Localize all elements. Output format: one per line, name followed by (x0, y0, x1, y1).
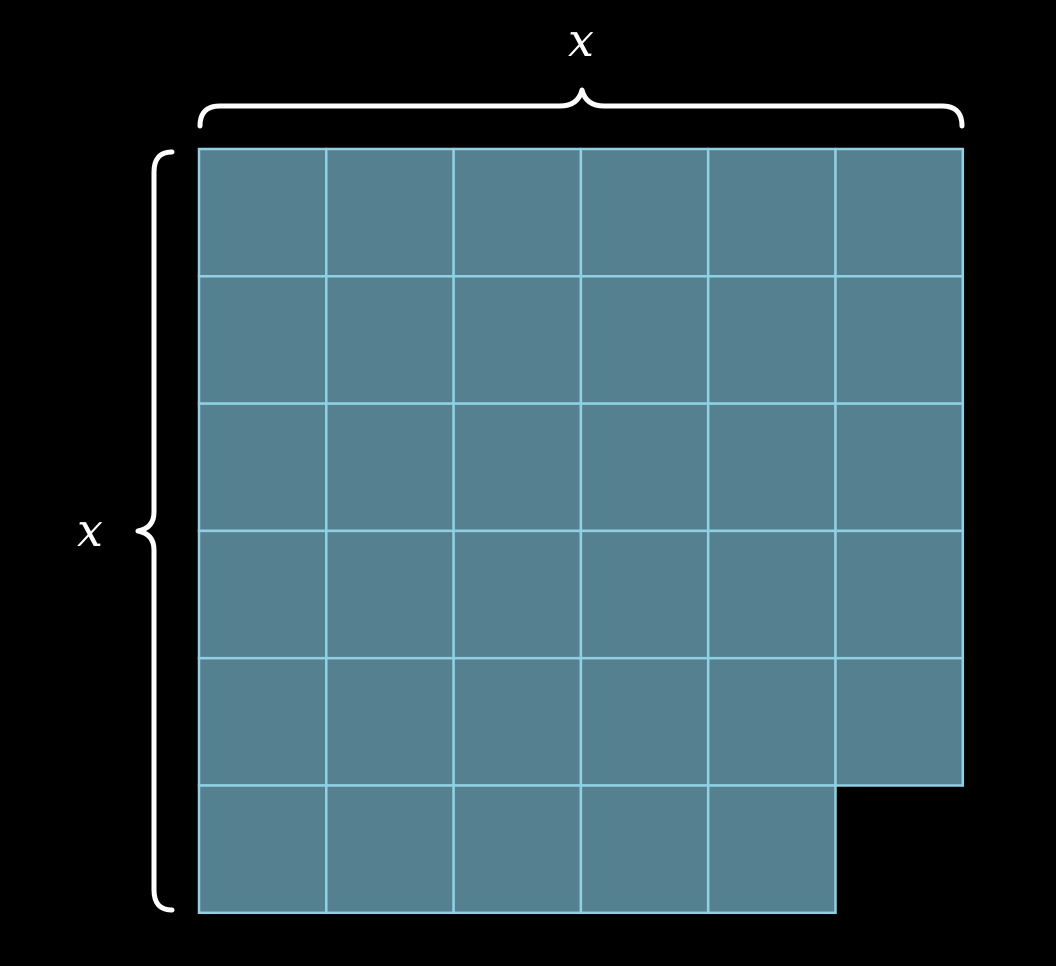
grid-cell (834, 147, 965, 278)
grid-cell (325, 656, 455, 787)
grid-cell (834, 275, 965, 405)
grid-cell (579, 656, 710, 787)
grid-cell (706, 275, 837, 405)
grid-cell (834, 402, 965, 533)
grid-cell (452, 656, 583, 787)
grid-cell (197, 529, 328, 660)
grid-cell (452, 147, 583, 278)
grid-cell (325, 529, 455, 660)
left-label: x (77, 503, 103, 557)
grid-cell (452, 402, 583, 533)
grid-cell (197, 656, 328, 787)
grid-cell (197, 147, 328, 278)
grid-cell (579, 402, 710, 533)
grid-cell (325, 784, 455, 915)
grid-cell (834, 656, 965, 787)
grid-cell (452, 275, 583, 405)
grid-cell (706, 656, 837, 787)
grid-cell (579, 529, 710, 660)
grid-cell (325, 147, 455, 278)
top-label: x (568, 13, 594, 67)
grid-cell (197, 784, 328, 915)
grid-cell (452, 529, 583, 660)
grid-cell (706, 529, 837, 660)
grid-cell (325, 275, 455, 405)
top-brace (197, 87, 965, 129)
grid-cell (197, 275, 328, 405)
grid-cell (325, 402, 455, 533)
grid-cell (706, 147, 837, 278)
grid-cell (834, 529, 965, 660)
left-brace (135, 149, 175, 913)
grid-cell (579, 147, 710, 278)
grid-cell (452, 784, 583, 915)
grid-cell (579, 784, 710, 915)
grid-cell (706, 784, 837, 915)
square-grid (197, 147, 965, 915)
grid-cell (197, 402, 328, 533)
grid-cell (579, 275, 710, 405)
grid-cell (706, 402, 837, 533)
